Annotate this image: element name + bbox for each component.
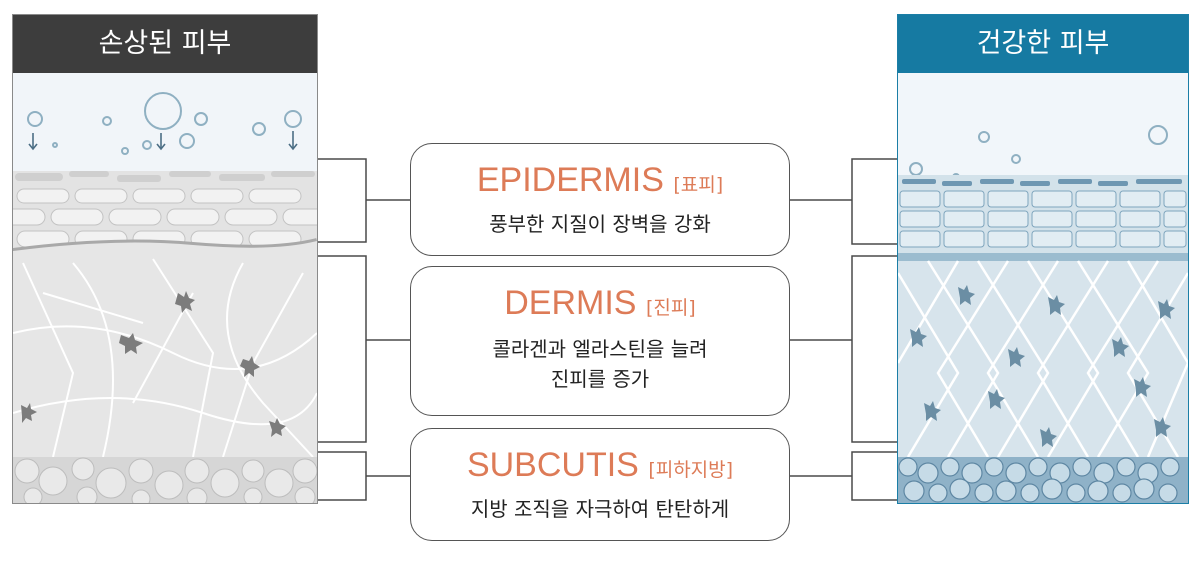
damaged-skin-title: 손상된 피부: [13, 15, 317, 73]
arrow-down-icon: [28, 131, 298, 151]
healthy-skin-panel: 건강한 피부: [897, 14, 1189, 504]
subcutis-box: SUBCUTIS [피하지방] 지방 조직을 자극하여 탄탄하게: [410, 428, 790, 541]
subcutis-korean: [피하지방]: [648, 459, 734, 481]
epidermis-korean: [표피]: [673, 174, 724, 196]
subcutis-name: SUBCUTIS: [466, 446, 639, 484]
subcutis-description: 지방 조직을 자극하여 탄탄하게: [470, 497, 730, 521]
damaged-skin-illustration: [13, 73, 317, 503]
damaged-particles: [27, 92, 302, 155]
dermis-description-line-1: 콜라겐과 엘라스틴을 늘려: [492, 337, 708, 361]
dermis-korean: [진피]: [645, 297, 696, 319]
epidermis-title: EPIDERMIS [표피]: [411, 160, 789, 205]
epidermis-box: EPIDERMIS [표피] 풍부한 지질이 장벽을 강화: [410, 143, 790, 256]
epidermis-description: 풍부한 지질이 장벽을 강화: [489, 212, 711, 236]
damaged-skin-panel: 손상된 피부: [12, 14, 318, 504]
dermis-box: DERMIS [진피] 콜라겐과 엘라스틴을 늘려 진피를 증가: [410, 266, 790, 416]
healthy-skin-title: 건강한 피부: [898, 15, 1188, 73]
dermis-title: DERMIS [진피]: [411, 283, 789, 328]
dermis-name: DERMIS: [504, 284, 637, 322]
fibroblast-cells: [910, 285, 1175, 447]
dermis-description-line-2: 진피를 증가: [550, 367, 650, 391]
epidermis-name: EPIDERMIS: [476, 161, 664, 199]
healthy-skin-illustration: [898, 73, 1188, 503]
subcutis-title: SUBCUTIS [피하지방]: [411, 445, 789, 490]
fibroblast-cells: [21, 291, 286, 437]
